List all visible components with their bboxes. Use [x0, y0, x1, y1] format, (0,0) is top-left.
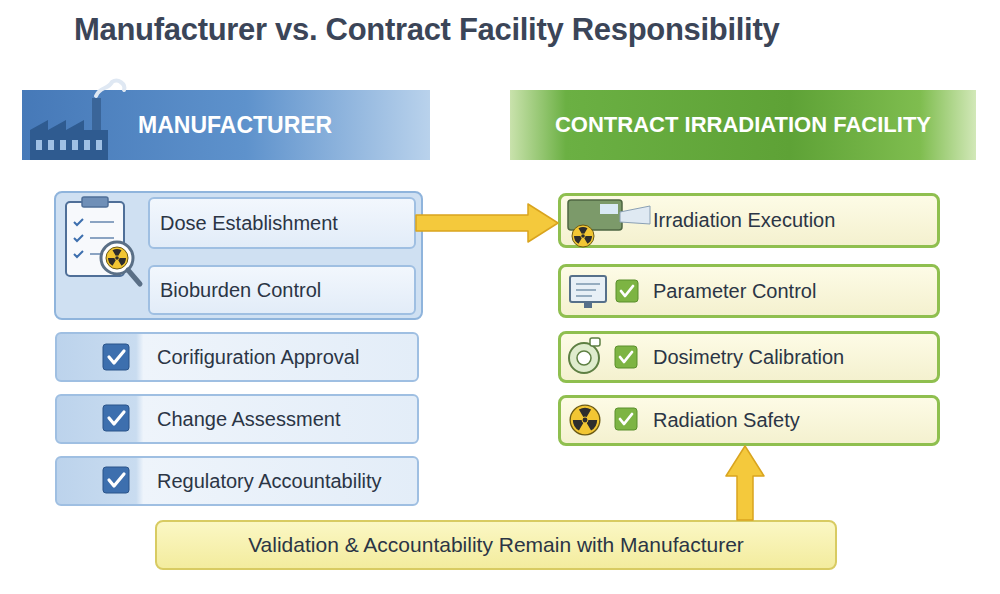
node-label: Validation & Accountability Remain with … [248, 533, 744, 557]
process-box: Bioburden Control [148, 265, 416, 315]
group-panel [55, 192, 422, 319]
node-label: Bioburden Control [160, 279, 321, 302]
header-band: MANUFACTURER [22, 90, 430, 160]
node-label: Change Assessment [157, 408, 340, 431]
block-arrow [416, 204, 558, 242]
header-band: CONTRACT IRRADIATION FACILITY [510, 90, 976, 160]
diagram-title: Manufacturer vs. Contract Facility Respo… [74, 12, 779, 48]
checklist-box: Regulatory Accountability [55, 456, 419, 506]
process-box: Dose Establishment [148, 197, 416, 249]
block-arrow [726, 446, 764, 520]
note-box: Validation & Accountability Remain with … [155, 520, 837, 570]
node-label: MANUFACTURER [138, 112, 332, 139]
arrow-shape [416, 204, 558, 242]
node-label: Radiation Safety [653, 409, 800, 432]
process-box: Radiation Safety [558, 395, 940, 446]
node-label: CONTRACT IRRADIATION FACILITY [555, 112, 931, 138]
node-label: Regulatory Accountability [157, 470, 382, 493]
process-box: Parameter Control [558, 264, 940, 318]
process-box: Dosimetry Calibration [558, 331, 940, 383]
clipboard-icon [66, 197, 140, 284]
process-box: Irradiation Execution [558, 193, 940, 248]
node-label: Irradiation Execution [653, 209, 835, 232]
checklist-box: Change Assessment [55, 394, 419, 444]
arrow-shape [726, 446, 764, 520]
checklist-box: Corifiguration Approval [55, 332, 419, 382]
node-label: Corifiguration Approval [157, 346, 359, 369]
node-label: Parameter Control [653, 280, 816, 303]
node-label: Dosimetry Calibration [653, 346, 844, 369]
node-label: Dose Establishment [160, 212, 338, 235]
